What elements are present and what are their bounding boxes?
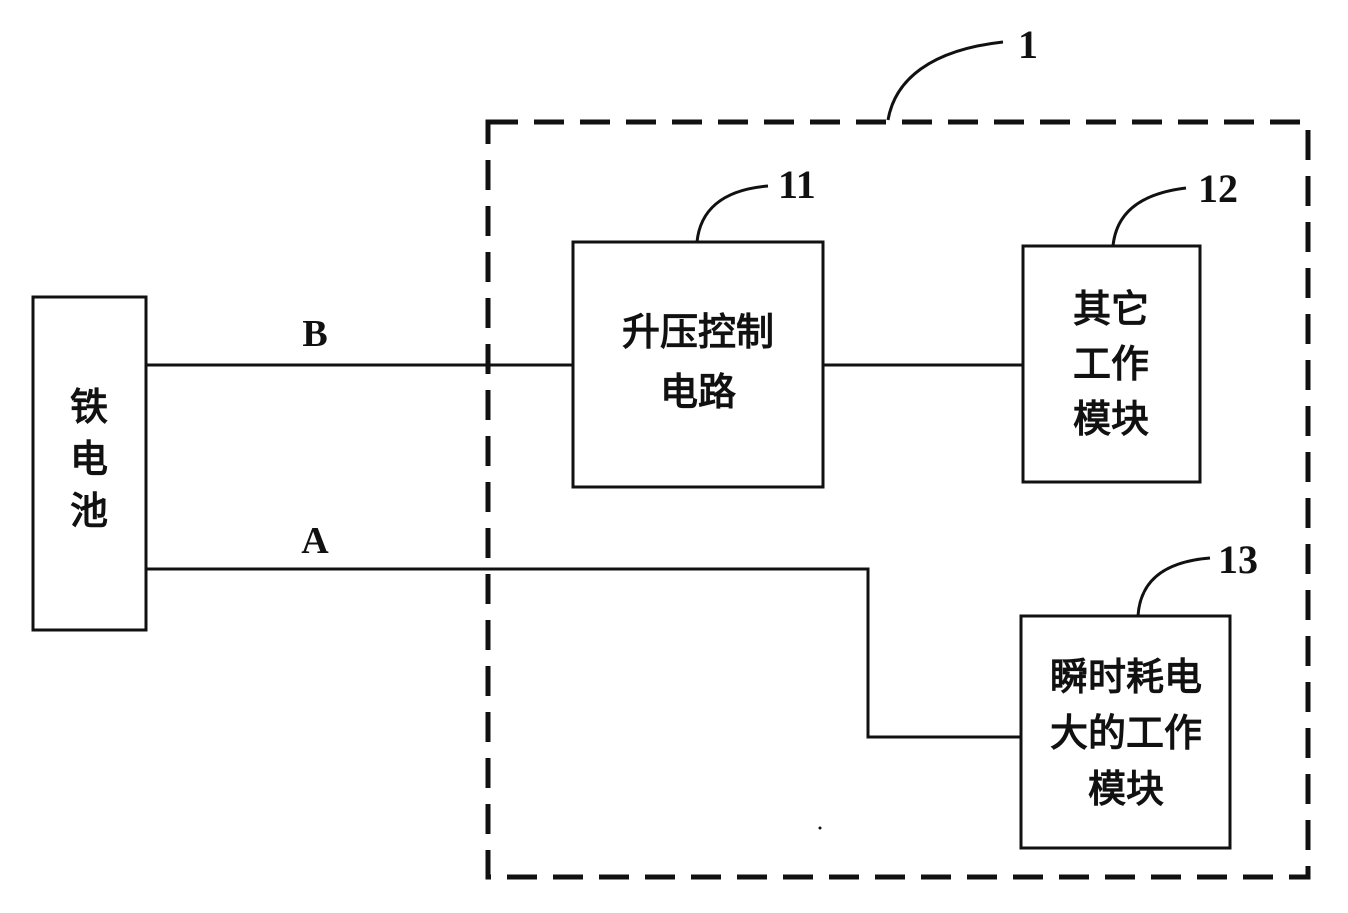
speck-dot xyxy=(818,826,822,830)
other-working-modules-label-3: 模块 xyxy=(1073,397,1149,441)
high-power-module-leader-line xyxy=(1136,556,1211,617)
iron-battery-label-3: 池 xyxy=(70,489,108,533)
other-modules-ref-label: 12 xyxy=(1198,166,1238,211)
container-leader-line xyxy=(886,40,1004,121)
high-power-module-box xyxy=(1019,614,1232,850)
line-a xyxy=(146,567,1021,739)
iron-battery-label-2: 电 xyxy=(70,437,108,481)
other-working-modules-box xyxy=(1021,244,1202,484)
other-working-modules-label-2: 工作 xyxy=(1073,342,1149,386)
iron-battery-box xyxy=(31,295,148,632)
boost-circuit-leader-line xyxy=(695,184,769,243)
boost-control-circuit-box xyxy=(571,240,825,489)
iron-battery-label-1: 铁 xyxy=(70,385,108,429)
boost-control-circuit-label-1: 升压控制 xyxy=(622,310,774,354)
line-b-label: B xyxy=(302,313,327,355)
device-dashed-boundary xyxy=(485,119,1311,880)
container-ref-label: 1 xyxy=(1018,22,1038,67)
line-a-label: A xyxy=(301,520,329,562)
high-power-module-label-3: 模块 xyxy=(1088,767,1164,811)
high-power-module-label-2: 大的工作 xyxy=(1050,711,1202,755)
high-power-module-label-1: 瞬时耗电 xyxy=(1050,655,1202,699)
boost-circuit-ref-label: 11 xyxy=(778,162,816,207)
other-modules-leader-line xyxy=(1111,186,1187,247)
other-working-modules-label-1: 其它 xyxy=(1073,287,1149,331)
high-power-module-ref-label: 13 xyxy=(1218,537,1258,582)
boost-control-circuit-label-2: 电路 xyxy=(660,370,737,414)
